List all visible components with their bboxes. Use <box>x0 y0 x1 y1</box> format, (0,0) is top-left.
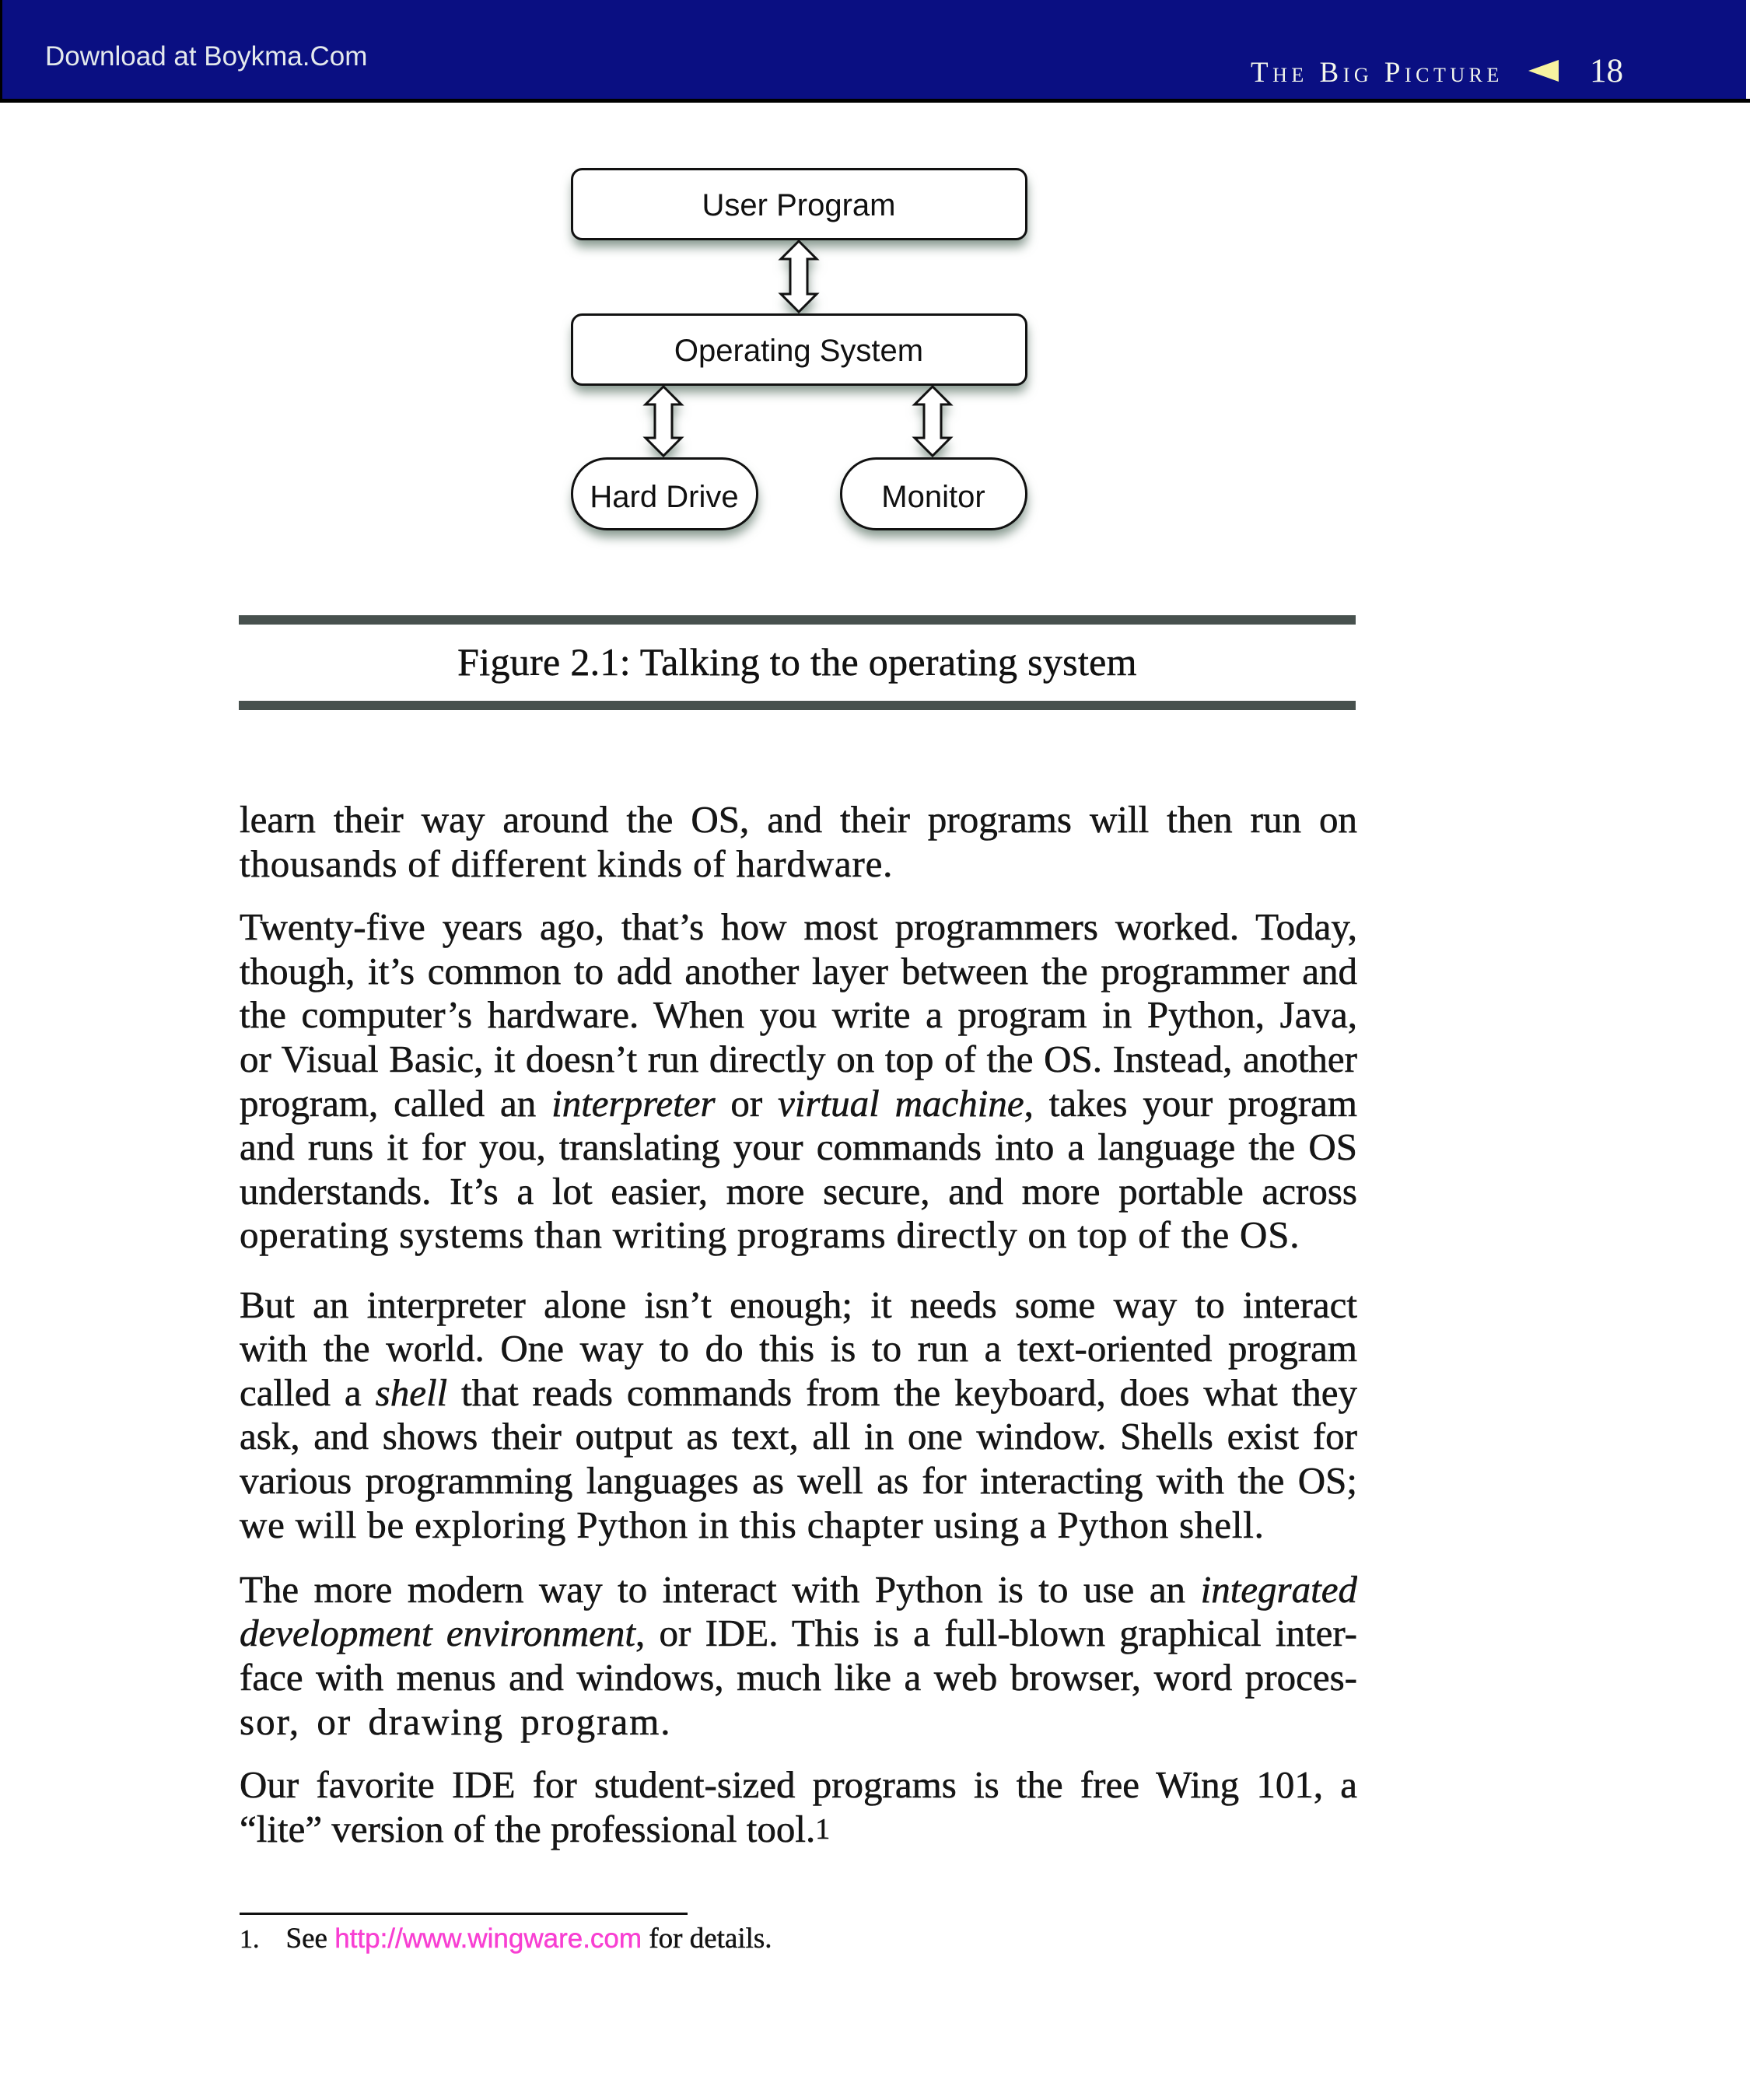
svg-text:Monitor: Monitor <box>881 480 985 514</box>
svg-text:Operating System: Operating System <box>674 334 923 368</box>
svg-text:Hard Drive: Hard Drive <box>590 480 738 514</box>
svg-text:User Program: User Program <box>702 188 896 222</box>
